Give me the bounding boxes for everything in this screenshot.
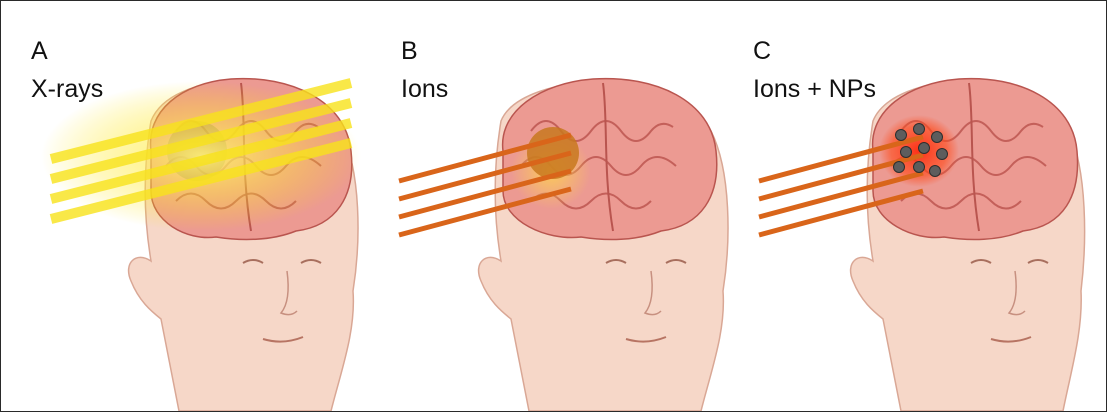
nanoparticle-icon — [932, 132, 943, 143]
panel-a-illustration — [1, 1, 369, 411]
nanoparticle-icon — [914, 124, 925, 135]
panel-b: B Ions — [371, 1, 739, 411]
panel-b-caption: Ions — [401, 75, 448, 104]
nanoparticle-icon — [901, 147, 912, 158]
panel-c-caption: Ions + NPs — [753, 75, 876, 104]
nanoparticle-icon — [914, 162, 925, 173]
panel-c-illustration — [723, 1, 1091, 411]
panel-c: C Ions + NPs — [723, 1, 1091, 411]
nanoparticle-icon — [894, 162, 905, 173]
panel-a: A X-rays — [1, 1, 369, 411]
panel-a-caption: X-rays — [31, 75, 103, 104]
nanoparticle-icon — [919, 143, 930, 154]
nanoparticle-icon — [937, 149, 948, 160]
panel-b-illustration — [371, 1, 739, 411]
nanoparticle-icon — [930, 166, 941, 177]
nanoparticle-icon — [896, 130, 907, 141]
panel-c-letter: C — [753, 37, 771, 66]
panel-b-letter: B — [401, 37, 418, 66]
panel-a-letter: A — [31, 37, 48, 66]
